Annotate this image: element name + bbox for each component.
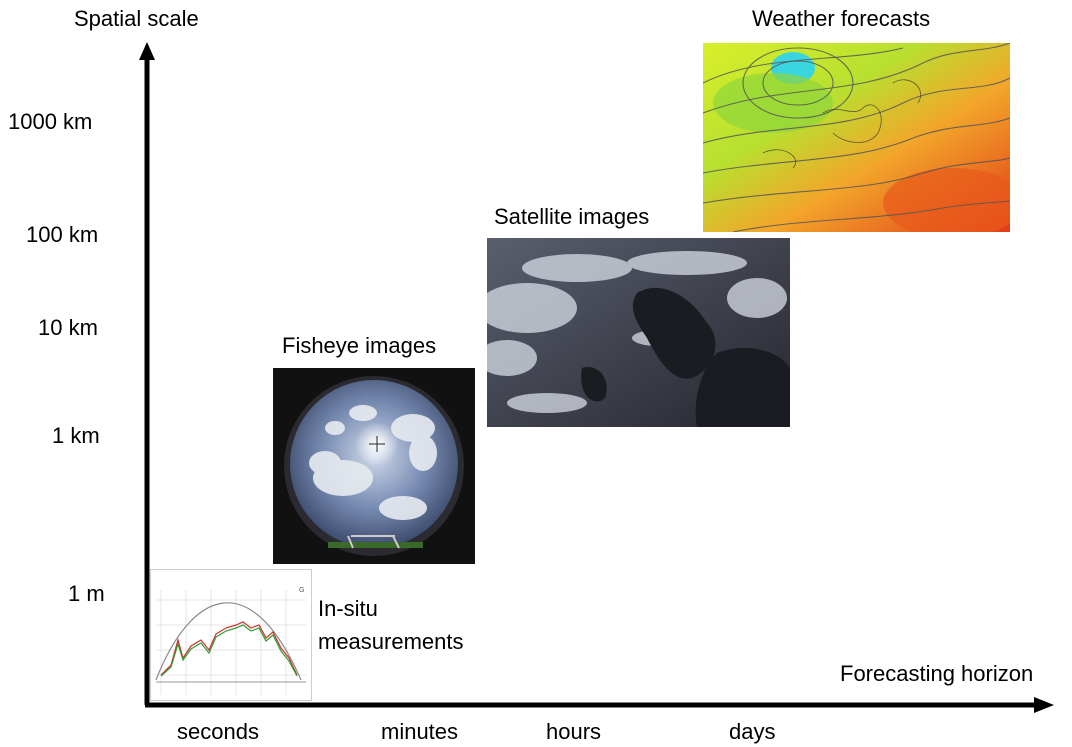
x-tick-label: seconds <box>177 719 259 744</box>
fisheye-label: Fisheye images <box>282 333 437 358</box>
insitu-chart-image: G <box>150 569 312 701</box>
y-tick-label: 1 km <box>52 423 100 448</box>
fisheye-sky-image <box>273 368 475 564</box>
y-axis-title: Spatial scale <box>74 6 199 31</box>
x-axis-title: Forecasting horizon <box>840 661 1034 686</box>
svg-text:G: G <box>299 587 304 594</box>
x-axis-arrowhead <box>1034 697 1054 713</box>
y-tick-label: 10 km <box>38 315 98 340</box>
satellite-image <box>487 238 790 427</box>
y-tick-label: 1 m <box>68 581 105 606</box>
weather-label: Weather forecasts <box>752 6 931 31</box>
x-tick-label: hours <box>546 719 602 744</box>
satellite-label: Satellite images <box>494 204 650 229</box>
y-tick-label: 1000 km <box>8 109 93 134</box>
x-tick-label: minutes <box>381 719 459 744</box>
weather-forecast-map <box>703 43 1010 232</box>
insitu-label-line1: In-situ <box>318 596 378 621</box>
y-axis-arrowhead <box>139 42 155 60</box>
insitu-label-line2: measurements <box>318 629 464 654</box>
x-tick-label: days <box>729 719 776 744</box>
y-tick-label: 100 km <box>26 222 99 247</box>
